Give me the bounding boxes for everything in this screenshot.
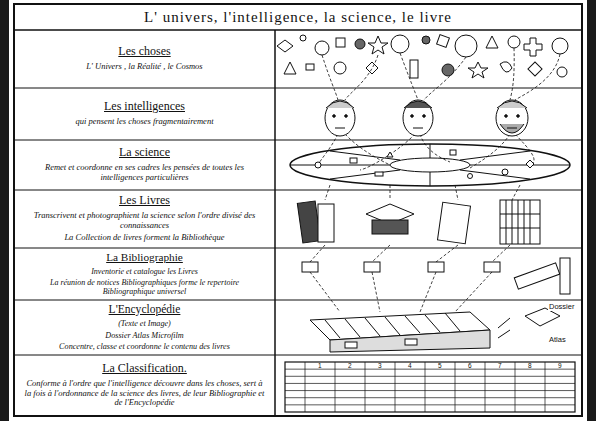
classification-table [285, 362, 575, 412]
dark-edge [0, 0, 9, 421]
table-rule [425, 362, 426, 412]
table-rule [285, 397, 575, 398]
row-label-cell: Les choses L' Univers , la Réalité , le C… [15, 31, 274, 87]
row-heading: L'Encyclopédie [109, 303, 181, 316]
row-heading: La science [119, 146, 170, 159]
row-heading: La Classification. [102, 362, 187, 375]
table-rule [365, 362, 366, 412]
table-rule [305, 362, 306, 412]
row-description: La réunion de notices Bibliographiques f… [23, 278, 266, 296]
books [297, 200, 540, 244]
table-rule [285, 390, 575, 391]
table-rule [455, 362, 456, 412]
table-header-number: 6 [468, 363, 472, 370]
table-rule [335, 362, 336, 412]
heads [325, 100, 528, 136]
row-heading: Les intelligences [104, 100, 185, 113]
row-description: Remet et coordonne en ses cadres les pen… [23, 163, 266, 183]
row-description: Concentre, classe et coordonne le conten… [59, 342, 230, 351]
table-header-number: 4 [408, 363, 412, 370]
science-circle [290, 144, 570, 186]
row-label-cell: Les intelligences qui pensent les choses … [15, 89, 274, 139]
row-description: qui pensent les choses fragmentairement [75, 117, 213, 127]
table-header-number: 2 [348, 363, 352, 370]
table-rule [485, 362, 486, 412]
table-header-number: 9 [558, 363, 562, 370]
table-rule [395, 362, 396, 412]
row-label-cell: La Classification. Conforme à l'ordre que… [15, 356, 274, 415]
dashed-links [310, 48, 560, 312]
table-rule [515, 362, 516, 412]
table-rule [285, 369, 575, 370]
row-heading: La Bibliographie [106, 251, 183, 263]
row-heading: Les choses [118, 45, 170, 58]
things [277, 35, 568, 78]
row-label-cell: Les LivresTranscrivent et photographient… [15, 191, 274, 247]
row-description: (Texte et Image) [118, 319, 171, 328]
row-description: Inventorie et catalogue les Livres [91, 267, 198, 276]
row-description: L' Univers , la Réalité , le Cosmos [86, 62, 202, 72]
encyclopedia-form-label: Dossier [548, 303, 575, 311]
frame [14, 4, 582, 416]
table-header-number: 3 [378, 363, 382, 370]
row-label-cell: L'Encyclopédie (Texte et Image) Dossier At… [15, 301, 274, 354]
table-header-number: 1 [318, 363, 322, 370]
table-header-number: 7 [498, 363, 502, 370]
diagram-title: L' univers, l'intelligence, la science, … [14, 4, 582, 30]
table-rule [285, 376, 575, 377]
encyclopedia-form-label: Atlas [548, 336, 567, 344]
row-heading: Les Livres [119, 194, 170, 207]
row-description: Dossier Atlas Microfilm [105, 331, 183, 340]
table-border [285, 362, 575, 412]
card-cabinet [310, 308, 560, 352]
dark-edge [587, 0, 596, 421]
cards [302, 258, 570, 294]
row-description: Conforme à l'ordre que l'intelligence dé… [23, 379, 266, 408]
row-label-cell: La BibliographieInventorie et catalogue … [15, 249, 274, 299]
row-label-cell: La scienceRemet et coordonne en ses cadr… [15, 141, 274, 189]
table-header-number: 5 [438, 363, 442, 370]
table-rule [285, 404, 575, 405]
table-rule [285, 383, 575, 384]
table-rule [545, 362, 546, 412]
row-description: Transcrivent et photographient la scienc… [23, 211, 266, 231]
row-description: La Collection de livres forment la Bibli… [64, 233, 224, 243]
table-header-number: 8 [528, 363, 532, 370]
